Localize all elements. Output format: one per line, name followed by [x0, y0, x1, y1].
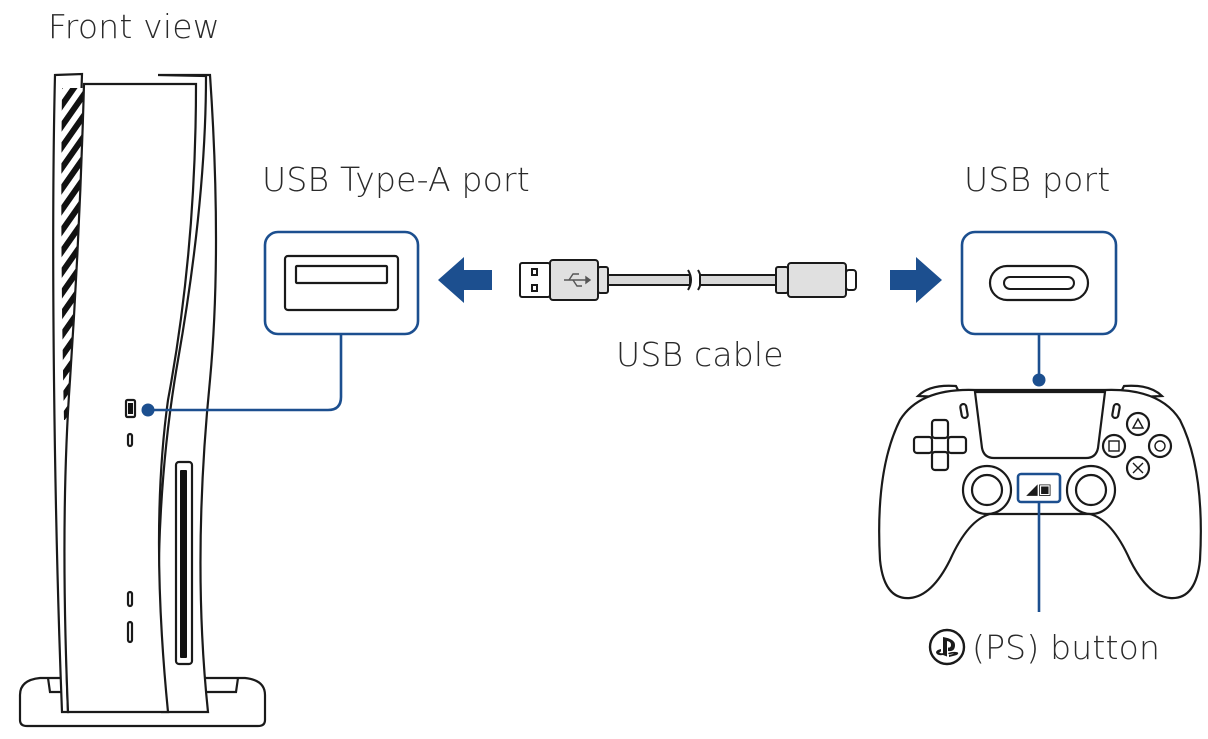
usb-a-callout-line	[148, 334, 343, 412]
usb-port-label: USB port	[964, 160, 1111, 199]
ps-button-label: (PS) button	[972, 627, 1161, 667]
front-view-label: Front view	[48, 7, 220, 46]
usb-port-callout-dot	[1032, 373, 1046, 387]
usb-type-a-port-box	[263, 230, 420, 336]
playstation-logo-icon	[928, 628, 966, 666]
usb-cable	[519, 259, 857, 301]
face-buttons	[1101, 411, 1173, 481]
usb-port-box	[960, 230, 1118, 336]
svg-text:◢▣: ◢▣	[1026, 480, 1052, 498]
usb-a-callout-dot	[141, 403, 155, 417]
dpad-icon	[912, 418, 968, 472]
usb-type-a-port-label: USB Type-A port	[262, 160, 530, 199]
ps-button-label-row: (PS) button	[928, 628, 1160, 666]
arrow-right-icon	[890, 257, 942, 303]
usb-cable-label: USB cable	[616, 335, 784, 374]
console-illustration	[18, 72, 267, 728]
ps-button-callout: ◢▣	[1016, 472, 1062, 612]
arrow-left-icon	[438, 257, 492, 303]
usb-trident-icon	[564, 273, 592, 287]
